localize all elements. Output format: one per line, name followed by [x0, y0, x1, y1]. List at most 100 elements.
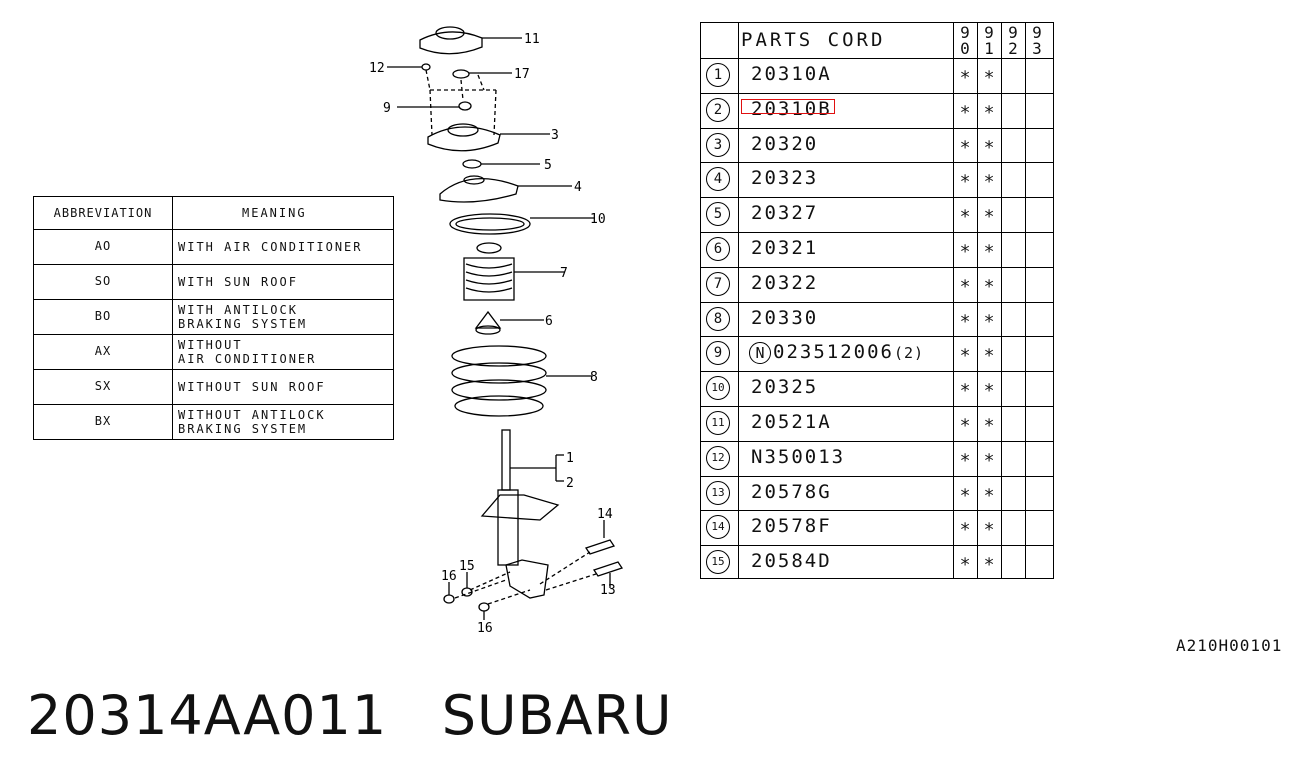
parts-row-divider	[701, 371, 1053, 373]
part-ref-number: 4	[706, 167, 730, 192]
parts-row-divider	[701, 92, 1053, 94]
abbr-meaning: WITHOUT SUN ROOF	[178, 379, 326, 394]
callout-number: 10	[590, 212, 606, 227]
parts-row-divider	[701, 440, 1053, 442]
part-code-text: 20584D	[751, 550, 832, 573]
part-11-mount-cap	[419, 26, 522, 55]
part-code: 20584D	[751, 550, 832, 572]
part-code-text: 20578F	[751, 515, 832, 538]
part-1-2-strut-body	[480, 429, 564, 599]
part-code: 20578G	[751, 481, 832, 503]
part-12-nut	[387, 63, 431, 71]
abbr-meaning: WITH SUN ROOF	[178, 274, 298, 289]
part-ref-number: 11	[706, 411, 730, 435]
part-code-text: 20521A	[751, 411, 832, 433]
abbr-row-divider	[34, 229, 393, 230]
parts-row-divider	[701, 301, 1053, 303]
applicability-mark: ∗	[983, 203, 995, 225]
part-7-dust-boot	[463, 242, 565, 301]
part-code-text: N350013	[751, 445, 846, 468]
part-code-text: 20322	[751, 271, 819, 294]
parts-column-divider	[977, 23, 978, 578]
part-5-washer	[462, 159, 540, 169]
part-code: 20521A	[751, 411, 832, 433]
applicability-mark: ∗	[983, 238, 995, 259]
callout-number: 14	[597, 507, 613, 522]
applicability-mark: ∗	[983, 307, 995, 329]
abbr-header-code: ABBREVIATION	[53, 206, 153, 220]
applicability-mark: ∗	[983, 272, 995, 294]
parts-row-divider	[701, 127, 1053, 129]
applicability-mark: ∗	[983, 64, 995, 85]
applicability-mark: ∗	[983, 377, 995, 399]
applicability-mark: ∗	[983, 98, 995, 120]
callout-number: 12	[369, 61, 385, 76]
callout-number: 2	[566, 476, 574, 491]
applicability-mark: ∗	[959, 133, 971, 155]
applicability-mark: ∗	[959, 551, 971, 573]
part-6-bump-stop	[474, 310, 544, 335]
part-code: N350013	[751, 446, 845, 468]
part-number: 20314AA011	[27, 684, 388, 747]
applicability-mark: ∗	[983, 168, 995, 190]
parts-column-divider	[738, 23, 739, 578]
part-code: 20310B	[751, 98, 832, 120]
callout-number: 9	[383, 101, 391, 116]
part-ref-number: 2	[706, 97, 730, 122]
abbr-row-divider	[34, 299, 393, 300]
part-3-upper-plate	[427, 123, 550, 152]
part-title: 20314AA011 SUBARU	[27, 684, 673, 747]
applicability-mark: ∗	[959, 377, 971, 399]
part-4-spring-seat	[439, 175, 572, 203]
callout-number: 3	[551, 128, 559, 143]
part-ref-number: 14	[706, 515, 730, 540]
abbr-code: SX	[94, 379, 112, 393]
applicability-mark: ∗	[983, 342, 995, 364]
parts-row-divider	[701, 197, 1053, 199]
part-code-text: 20330	[751, 306, 819, 329]
applicability-mark: ∗	[983, 412, 995, 433]
parts-row-divider	[701, 475, 1053, 477]
model-year-digit: 1	[984, 39, 994, 58]
part-8-coil-spring	[451, 345, 592, 417]
callout-number: 5	[544, 158, 552, 173]
abbr-code: AO	[94, 239, 112, 253]
part-ref-number: 6	[706, 237, 730, 261]
part-ref-number: 3	[706, 132, 730, 157]
part-code: 20323	[751, 167, 818, 189]
part-code: 20578F	[751, 515, 832, 537]
abbr-meaning: WITH ANTILOCK	[178, 302, 298, 317]
callout-number: 6	[545, 314, 553, 329]
callout-number: 1	[566, 451, 574, 466]
callout-number: 11	[524, 32, 540, 47]
applicability-mark: ∗	[983, 516, 995, 538]
part-ref-number: 10	[706, 376, 730, 401]
part-code: 20325	[751, 376, 818, 398]
callout-number: 4	[574, 180, 582, 195]
part-ref-number: 7	[706, 271, 730, 296]
applicability-mark: ∗	[959, 98, 971, 120]
applicability-mark: ∗	[959, 516, 971, 538]
callout-number: 15	[459, 559, 475, 574]
part-code-text: 20310B	[751, 97, 832, 120]
abbr-row-divider	[34, 369, 393, 370]
applicability-mark: ∗	[983, 551, 995, 573]
abbr-code: SO	[94, 274, 112, 288]
applicability-mark: ∗	[983, 481, 995, 503]
part-code: 20320	[751, 133, 818, 155]
parts-row-divider	[701, 162, 1053, 164]
applicability-mark: ∗	[959, 446, 971, 468]
abbr-meaning: WITHOUT ANTILOCK	[178, 407, 326, 422]
parts-row-divider	[701, 545, 1053, 547]
abbr-row-divider	[34, 264, 393, 265]
abbr-code: AX	[94, 344, 112, 358]
callout-number: 7	[560, 266, 568, 281]
part-brand: SUBARU	[441, 684, 673, 747]
callout-number: 8	[590, 370, 598, 385]
part-17-cap	[452, 69, 512, 79]
parts-row-divider	[701, 232, 1053, 233]
abbr-column-divider	[172, 197, 173, 439]
